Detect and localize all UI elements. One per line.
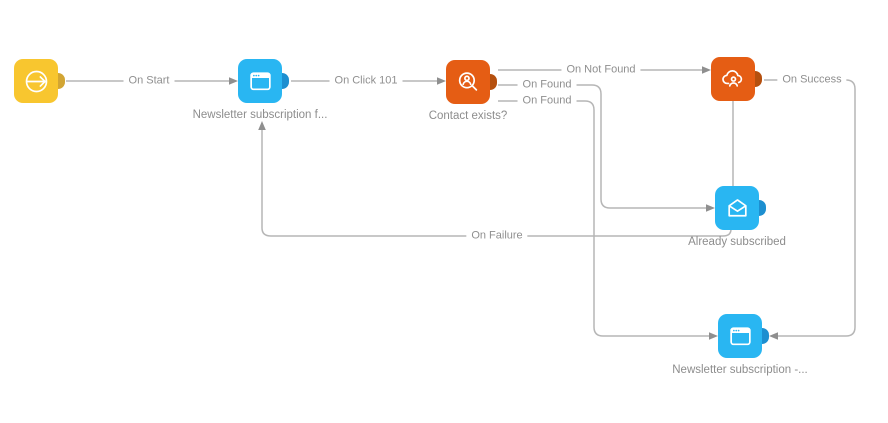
edge-label-on-click-101[interactable]: On Click 101 [329, 74, 403, 88]
circle-arrow-right-icon [23, 68, 50, 95]
edge-label-on-failure[interactable]: On Failure [466, 229, 528, 243]
output-port[interactable] [759, 200, 766, 216]
node-label: Newsletter subscription f... [192, 109, 328, 121]
output-port[interactable] [762, 328, 769, 344]
arrowhead [258, 121, 266, 130]
node-label: Contact exists? [428, 110, 508, 122]
output-port[interactable] [282, 73, 289, 89]
edge-label-on-start[interactable]: On Start [123, 74, 175, 88]
output-port[interactable] [490, 74, 497, 90]
edge-label-on-found-1[interactable]: On Found [517, 78, 577, 92]
browser-window-icon [247, 68, 274, 95]
node-label: Already subscribed [688, 236, 786, 248]
node-already-subscribed[interactable]: Already subscribed [688, 186, 786, 248]
arrowhead [706, 204, 715, 212]
edge-label-on-not-found[interactable]: On Not Found [561, 63, 641, 77]
output-port[interactable] [755, 71, 762, 87]
edge-label-on-found-2[interactable]: On Found [517, 94, 577, 108]
arrowhead [702, 66, 711, 74]
edge-on-found-2[interactable] [498, 100, 709, 337]
node-newsletter-form[interactable]: Newsletter subscription f... [193, 59, 327, 121]
arrowhead [769, 332, 778, 340]
node-start[interactable] [14, 59, 65, 103]
edge-on-found-1[interactable] [498, 84, 706, 209]
cloud-user-icon [720, 66, 747, 93]
arrowhead [229, 77, 238, 85]
arrowhead [709, 332, 718, 340]
contact-search-icon [455, 69, 482, 96]
node-label: Newsletter subscription -... [672, 364, 808, 376]
node-newsletter-sub-2[interactable]: Newsletter subscription -... [672, 314, 808, 376]
edge-on-success[interactable] [764, 79, 856, 337]
node-cloud-contact[interactable] [711, 57, 762, 101]
output-port[interactable] [58, 73, 65, 89]
arrowhead [437, 77, 446, 85]
open-envelope-icon [724, 195, 751, 222]
node-contact-exists[interactable]: Contact exists? [429, 60, 507, 122]
edge-label-on-success[interactable]: On Success [777, 73, 847, 87]
edge-on-failure[interactable] [261, 127, 732, 237]
browser-window-icon [727, 323, 754, 350]
